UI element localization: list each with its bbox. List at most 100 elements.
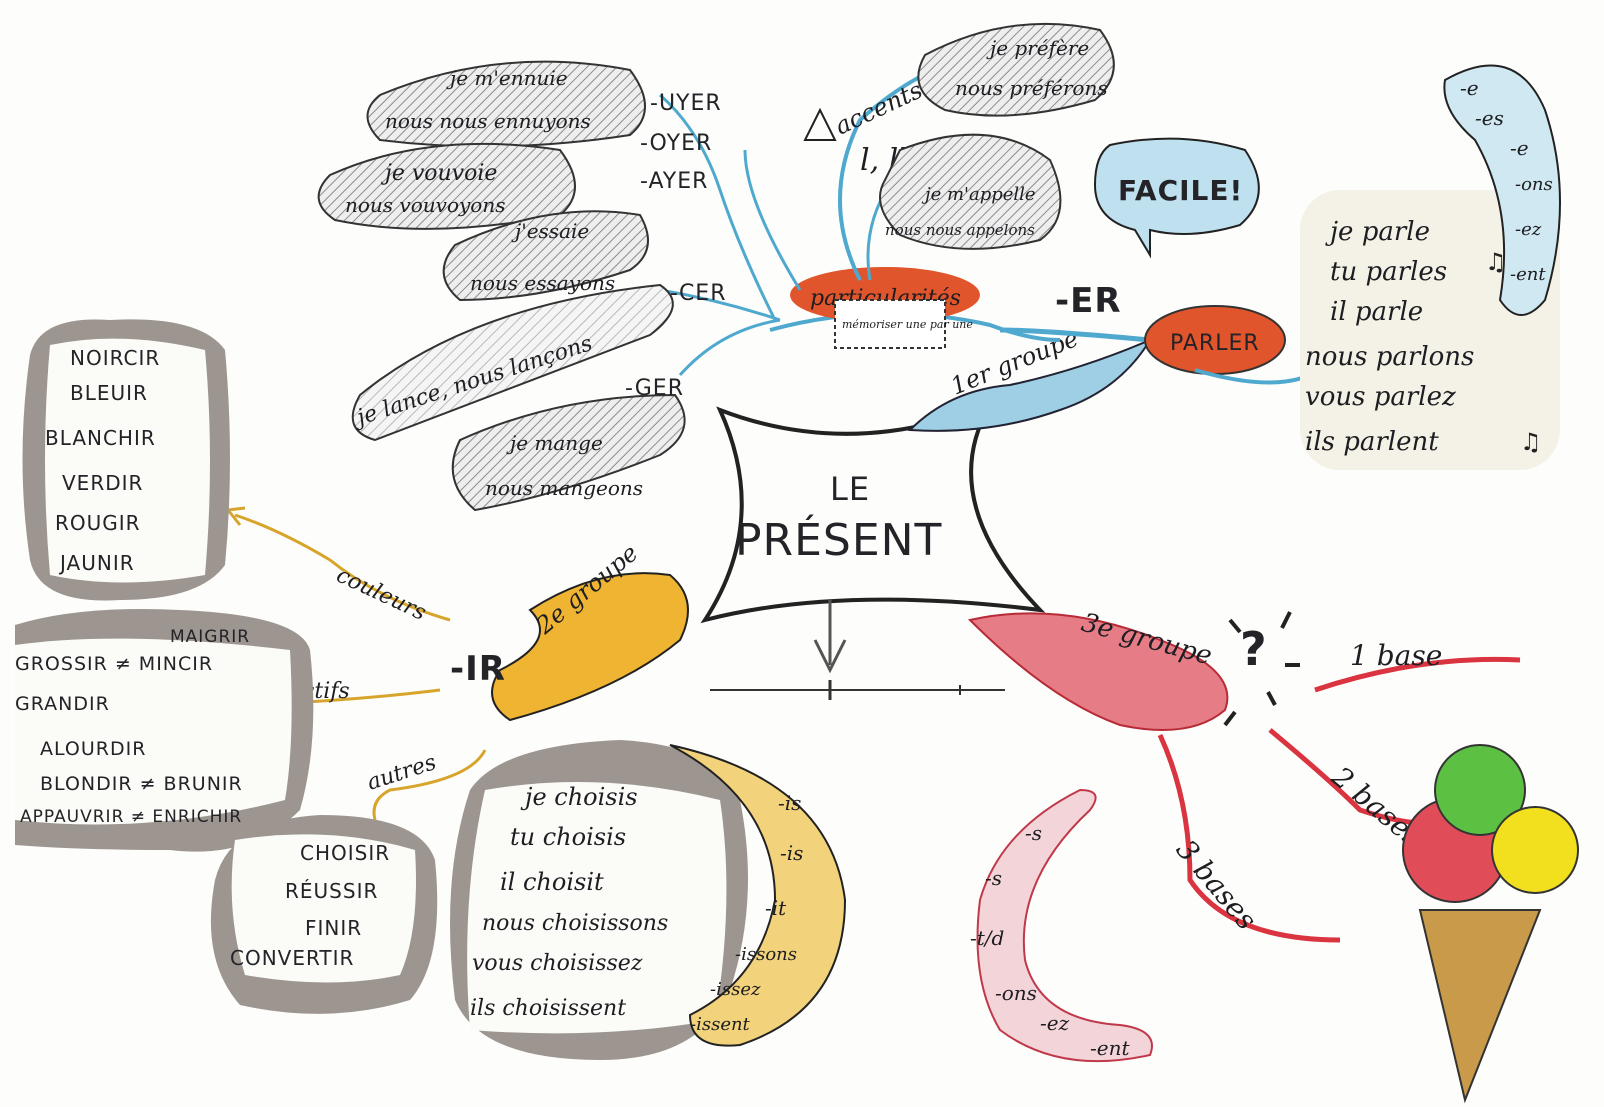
ayer-bubble xyxy=(442,210,649,302)
couleurs-verb: NOIRCIR xyxy=(70,346,160,370)
facile-speech-bubble xyxy=(1093,137,1260,259)
uyer-line: je m'ennuie xyxy=(446,66,568,90)
ir-ending: -issez xyxy=(710,979,761,1000)
ir-conj-line: ils choisissent xyxy=(470,996,626,1021)
er-endings-shape xyxy=(1443,64,1561,316)
three-bases-label: 3 bases xyxy=(1170,833,1264,936)
third-group-branch: 3e groupe ? 1 base 2 bases 3 bases -s -s… xyxy=(968,608,1579,1104)
oyer-ending: -OYER xyxy=(640,131,712,156)
er-ending: -ez xyxy=(1515,219,1542,240)
ir-conj-line: il choisit xyxy=(500,868,604,896)
burst-lines-icon xyxy=(1223,611,1300,727)
er-conj-line: nous parlons xyxy=(1305,342,1474,372)
er-group-label: -ER xyxy=(1055,281,1122,321)
ayer-line: nous essayons xyxy=(470,271,615,295)
arrow-icon xyxy=(226,506,246,526)
facile-text: FACILE! xyxy=(1118,174,1243,207)
question-mark: ? xyxy=(1240,622,1268,676)
scoop-green xyxy=(1434,744,1526,836)
ir-group-branch: -IR 2e groupe couleurs adjectifs autres … xyxy=(15,319,847,1060)
l-ll-line: je m'appelle xyxy=(921,184,1036,205)
third-ending: -ez xyxy=(1040,1011,1070,1035)
adjectifs-verb: BLONDIR ≠ BRUNIR xyxy=(40,773,243,795)
third-ending: -s xyxy=(985,866,1002,890)
ir-group-wing xyxy=(491,572,689,722)
er-conj-line: il parle xyxy=(1330,297,1423,327)
er-endings-list: -e -es -e -ons -ez -ent xyxy=(1460,76,1553,285)
center-frame xyxy=(700,401,1046,624)
music-note-icon: ♫ xyxy=(1520,428,1542,456)
one-base-link xyxy=(1314,656,1521,693)
scoop-yellow xyxy=(1491,806,1579,894)
autres-verb: CHOISIR xyxy=(300,841,390,865)
l-ll-bubble xyxy=(879,133,1062,250)
uyer-bubble xyxy=(366,60,646,148)
ger-ending: -GER xyxy=(625,376,684,401)
third-group-blob xyxy=(968,612,1229,731)
er-ending: -e xyxy=(1510,136,1529,160)
warning-icon xyxy=(803,107,837,141)
couleurs-verb: BLANCHIR xyxy=(45,426,156,450)
autres-verbs: CHOISIR RÉUSSIR FINIR CONVERTIR xyxy=(230,841,390,970)
uyer-line: nous nous ennuyons xyxy=(385,109,591,133)
ir-group-label: -IR xyxy=(450,649,506,689)
adjectifs-verb: GRANDIR xyxy=(15,693,110,715)
verb-parler: PARLER xyxy=(1170,331,1260,356)
ir-conjugation-list: je choisis tu choisis il choisit nous ch… xyxy=(470,783,668,1021)
ir-conjugation-inner xyxy=(467,782,727,1034)
special-endings-link xyxy=(659,288,781,322)
er-conj-line: ils parlent xyxy=(1305,427,1439,457)
er-conj-line: je parle xyxy=(1325,217,1430,247)
accents-bubble xyxy=(917,22,1115,117)
couleurs-verb: JAUNIR xyxy=(58,551,135,575)
center-title-line2: PRÉSENT xyxy=(735,513,942,566)
couleurs-inner xyxy=(45,338,210,583)
cone xyxy=(1418,909,1542,1104)
cer-bubble xyxy=(351,283,674,442)
uyer-ending: -UYER xyxy=(650,91,722,116)
adjectifs-verb: MAIGRIR xyxy=(170,627,250,647)
er-conjugation-list: je parle tu parles il parle nous parlons… xyxy=(1305,217,1474,457)
er-conj-line: tu parles xyxy=(1330,257,1447,287)
third-ending: -ons xyxy=(995,981,1037,1005)
er-ending: -ent xyxy=(1510,264,1546,285)
special-endings-link xyxy=(659,93,777,321)
couleurs-link xyxy=(234,513,451,622)
ayer-line: j'essaie xyxy=(511,219,589,243)
special-endings-link xyxy=(678,318,781,376)
center-node: LE PRÉSENT xyxy=(700,401,1046,700)
couleurs-label: couleurs xyxy=(332,563,429,626)
ir-ending: -issent xyxy=(690,1014,751,1035)
now-arrow-icon xyxy=(813,600,847,674)
third-ending: -s xyxy=(1025,821,1042,845)
ir-conj-line: nous choisissons xyxy=(482,911,668,936)
ir-conj-line: tu choisis xyxy=(510,823,626,851)
accents-line: nous préférons xyxy=(955,76,1108,100)
memorise-note-box xyxy=(834,299,946,349)
er-conj-line: vous parlez xyxy=(1305,382,1456,412)
oyer-line: je vouvoie xyxy=(380,161,497,186)
l-ll-line: nous nous appelons xyxy=(885,221,1035,239)
third-ending: -t/d xyxy=(970,926,1004,950)
ir-ending: -is xyxy=(780,841,803,865)
autres-link xyxy=(372,749,487,821)
autres-inner xyxy=(231,834,416,983)
autres-verb: RÉUSSIR xyxy=(285,879,378,903)
adjectifs-verb: GROSSIR ≠ MINCIR xyxy=(15,653,213,675)
adjectifs-verbs: MAIGRIR GROSSIR ≠ MINCIR GRANDIR ALOURDI… xyxy=(15,627,250,827)
third-endings-list: -s -s -t/d -ons -ez -ent xyxy=(970,821,1130,1060)
ger-line: nous mangeons xyxy=(485,476,643,500)
couleurs-verbs: NOIRCIR BLEUIR BLANCHIR VERDIR ROUGIR JA… xyxy=(45,346,160,575)
memorise-note: mémoriser une par une xyxy=(842,318,973,331)
ayer-ending: -AYER xyxy=(640,169,708,194)
ir-conj-line: vous choisissez xyxy=(472,951,643,976)
accents-line: je préfère xyxy=(986,36,1089,60)
ger-bubble xyxy=(451,393,686,512)
ir-ending: -is xyxy=(778,791,801,815)
ice-cream-icon xyxy=(1402,744,1579,1104)
ger-line: je mange xyxy=(506,431,603,455)
autres-verb: CONVERTIR xyxy=(230,946,354,970)
er-ending: -ons xyxy=(1515,174,1553,195)
center-title-line1: LE xyxy=(830,470,870,508)
special-endings-link xyxy=(743,149,802,291)
